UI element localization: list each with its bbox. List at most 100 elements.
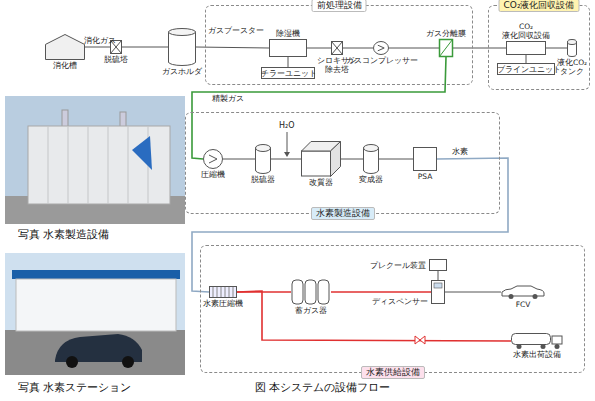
equipment-node: FCV xyxy=(501,285,545,299)
shape-part xyxy=(512,334,551,345)
equipment-node: 液化CO₂ タンク xyxy=(567,39,577,57)
pipe-line xyxy=(307,48,331,49)
shape-part xyxy=(440,40,453,57)
equipment-label: 変成器 xyxy=(351,175,391,184)
mem-shape xyxy=(439,39,453,57)
rect-shape xyxy=(506,41,546,55)
pipe-line xyxy=(526,55,527,63)
pipe-line xyxy=(341,159,363,160)
equipment-label: 脱硫器 xyxy=(243,175,283,184)
equipment-node: プレクール装置 xyxy=(429,259,447,271)
equipment-label: 改質器 xyxy=(301,178,341,187)
water-line xyxy=(287,132,288,153)
equipment-node: 改質器 xyxy=(301,141,341,177)
shape-part xyxy=(209,155,217,163)
equipment-label: PSA xyxy=(405,172,445,181)
shape-part xyxy=(331,142,341,177)
shape-part xyxy=(374,42,389,55)
pipe-line xyxy=(331,291,431,293)
pipe-line xyxy=(389,48,439,49)
equipment-group: 前処理設備除湿機チラーユニットシロキサン 除去塔ガスコンプレッサーガス分離膜 xyxy=(205,5,473,85)
equipment-node: チラーユニット xyxy=(261,67,315,79)
equipment-label: 液化CO₂ タンク xyxy=(555,58,589,76)
pipe-line xyxy=(196,47,269,48)
cube-shape xyxy=(301,141,341,177)
equipment-node: 脱硫器 xyxy=(255,144,271,174)
pipe-line xyxy=(546,48,567,49)
equipment-label: FCV xyxy=(503,300,543,309)
trailer-shape xyxy=(511,333,563,349)
equipment-node: ガスコンプレッサー xyxy=(373,41,389,55)
rect-shape xyxy=(269,39,307,57)
shape-part xyxy=(256,145,271,152)
pipe-line xyxy=(122,47,168,48)
photo-label: 写真 水素製造設備 xyxy=(18,228,110,241)
shape-part xyxy=(517,344,522,349)
photo-station xyxy=(5,253,185,375)
flow-label: ガスブースター xyxy=(208,26,264,36)
shape-part xyxy=(318,280,329,304)
shape-part xyxy=(305,280,316,304)
shape-part xyxy=(498,64,555,75)
shape-part xyxy=(169,32,196,62)
shape-part xyxy=(440,40,453,57)
pipe-line xyxy=(445,292,501,293)
photo-logo xyxy=(132,136,152,170)
shape-part xyxy=(541,344,546,349)
photo-sky xyxy=(5,96,185,224)
equipment-label: 脱硫塔 xyxy=(96,55,136,64)
cyl-shape xyxy=(363,144,379,174)
pipe-line xyxy=(271,159,301,160)
equipment-label: ガスコンプレッサー xyxy=(346,56,416,65)
group-title: 前処理設備 xyxy=(312,0,367,12)
cyl-shape xyxy=(168,28,196,66)
equipment-node: シロキサン 除去塔 xyxy=(331,41,343,55)
storage-shape xyxy=(291,279,331,305)
pipe-line xyxy=(453,48,506,49)
flow-label: 精製ガス xyxy=(212,94,244,104)
equipment-label: チラーユニット xyxy=(261,69,315,78)
equipment-node: PSA xyxy=(413,147,437,171)
valve-symbol xyxy=(415,336,425,344)
disp-shape xyxy=(431,280,445,304)
water-arrowhead xyxy=(284,152,290,157)
shape-part xyxy=(204,150,223,169)
shape-part xyxy=(46,35,85,60)
equipment-label: ガスホルダ xyxy=(157,67,207,76)
cyl-shape xyxy=(567,39,577,57)
pipe-line xyxy=(192,158,508,292)
circle-shape xyxy=(373,41,389,55)
figure-caption: 図 本システムの設備フロー xyxy=(255,381,391,394)
equipment-group: 水素製造設備圧縮機脱硫器改質器変成器PSA xyxy=(185,112,500,214)
flow-label: 消化ガス xyxy=(84,36,116,46)
circle-shape xyxy=(203,149,223,169)
shape-part xyxy=(432,281,445,304)
pipe-line xyxy=(438,271,439,280)
equipment-group: CO₂液化回収設備CO₂ 液化回収設備ブラインユニット液化CO₂ タンク xyxy=(488,5,590,90)
photo-stack xyxy=(62,110,68,128)
shape-part xyxy=(332,42,343,55)
photo-wheel xyxy=(66,356,78,368)
equipment-node: 蓄ガス器 xyxy=(291,279,331,305)
shape-part xyxy=(434,283,442,288)
group-title: CO₂液化回収設備 xyxy=(499,0,580,12)
photo-wall xyxy=(16,279,176,331)
shape-part xyxy=(210,287,237,298)
pipe-line xyxy=(379,159,413,160)
flow-label: H₂O xyxy=(279,121,295,131)
equipment-node: 圧縮機 xyxy=(203,149,223,169)
shape-part xyxy=(332,42,343,55)
shape-part xyxy=(533,294,538,299)
photo-sky xyxy=(5,253,185,375)
equipment-label: 圧縮機 xyxy=(193,170,233,179)
pipe-line xyxy=(85,47,110,48)
shape-part xyxy=(568,40,577,45)
equipment-node: 消化槽 xyxy=(45,34,85,60)
equipment-label: ガス分離膜 xyxy=(421,29,471,38)
equipment-label: 除湿機 xyxy=(268,29,308,38)
photo-wheel xyxy=(122,356,134,368)
equipment-label: プレクール装置 xyxy=(366,261,426,270)
shape-part xyxy=(502,286,544,296)
shape-part xyxy=(509,294,514,299)
